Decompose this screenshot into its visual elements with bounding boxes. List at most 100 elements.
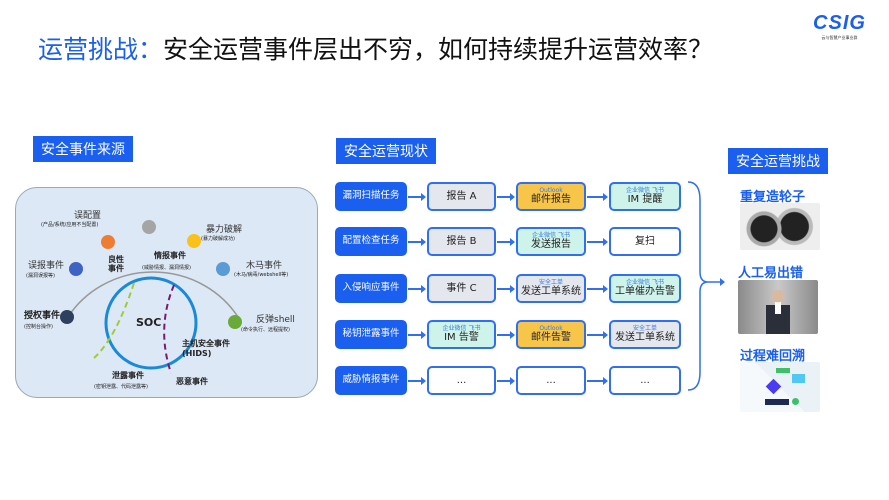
flow-arrow [587,238,608,246]
flow-arrow [408,193,426,201]
diamond-icon [765,378,782,395]
node-sub: (控制台操作) [24,324,53,330]
flow-arrow [408,331,426,339]
source-node [69,262,83,276]
flow-step-box: 报告 B [427,227,496,256]
flow-step-box: ... [609,366,681,395]
source-node-gray [142,220,156,234]
node-sub: (漏洞误报等) [26,273,55,279]
inner-label: 情报事件 [154,251,186,260]
step-text: 事件 C [446,283,477,294]
step-text: 发送工单系统 [521,286,581,298]
inner-label: 良性事件 [108,255,124,273]
flow-step-box: 安全工单发送工单系统 [516,274,586,303]
flow-arrow [587,193,608,201]
ticket-icon: 安全工单 [632,324,657,332]
source-node [216,262,230,276]
flow-step-box: 事件 C [427,274,496,303]
step-text: 报告 B [446,236,477,247]
node-label: 授权事件 [24,311,61,321]
wecom-feishu-icon: 企业微信 飞书 [626,278,664,286]
step-text: ... [640,375,650,386]
inner-sub: (威胁情报、漏洞情报) [142,265,191,271]
challenge-label: 过程难回溯 [740,349,806,364]
flow-source-box: 威胁情报事件 [335,366,407,395]
bracket-arrow [687,181,725,391]
node-sub: (暴力破解成功) [201,236,235,242]
node-label: 误报事件 [28,261,65,271]
step-text: 邮件报告 [531,194,571,206]
flow-step-box: ... [427,366,496,395]
step-text: 报告 A [446,191,477,202]
inner-sub: (密钥泄露、代码泄露等) [94,384,148,390]
node-label: 误配置 [74,211,102,221]
check-icon [792,398,799,405]
flow-source-box: 配置检查任务 [335,227,407,256]
source-node [228,315,242,329]
node-label: 反弹shell [256,315,295,325]
flow-arrow [587,331,608,339]
wecom-feishu-icon: 企业微信 飞书 [626,186,664,194]
flow-source-box: 漏洞扫描任务 [335,182,407,211]
challenge-label: 人工易出错 [738,266,804,281]
step-text: 发送报告 [531,239,571,251]
flow-step-box: ... [516,366,586,395]
step-text: IM 提醒 [627,194,663,206]
step-text: 工单催办告警 [615,286,675,298]
person-blamed-image [738,280,818,334]
section-sources-label: 安全事件来源 [33,136,133,162]
source-node [101,235,115,249]
node-sub: (命令执行、远程提权) [241,327,290,333]
flow-arrow [587,285,608,293]
event-sources-diagram: 误配置 (产品/系统/应用不当配置) 暴力破解 (暴力破解成功) 误报事件 (漏… [15,187,318,398]
benign-divider [93,282,135,359]
flow-step-box: 企业微信 飞书工单催办告警 [609,274,681,303]
flow-source-box: 秘钥泄露事件 [335,320,407,349]
step-text: ... [456,375,467,386]
outlook-icon: Outlook [539,186,563,194]
flow-step-box: 安全工单发送工单系统 [609,320,681,349]
inner-label: 主机安全事件 (HIDS) [182,339,230,358]
node-label: 木马事件 [246,261,283,271]
challenge-label: 重复造轮子 [740,190,806,205]
node-label: 暴力破解 [206,225,243,235]
step-text: 发送工单系统 [615,332,675,344]
ticket-icon: 安全工单 [538,278,563,286]
sources-svg [60,220,242,374]
step-text: 复扫 [635,236,655,247]
node-sub: (木马/病毒/webshell等) [234,272,289,278]
flow-step-box: 企业微信 飞书发送报告 [516,227,586,256]
step-text: 邮件告警 [531,332,571,344]
sources-arc [67,271,239,318]
soc-circle [104,276,198,370]
inner-label: 泄露事件 [112,371,144,380]
flow-arrow [408,377,426,385]
flow-source-box: 入侵响应事件 [335,274,407,303]
flow-arrow [587,377,608,385]
wheels-image [740,203,820,250]
flow-arrow [408,238,426,246]
flow-arrow [497,331,515,339]
malicious-divider [163,284,175,374]
flow-arrow [497,238,515,246]
wecom-feishu-icon: 企业微信 飞书 [532,231,570,239]
flow-arrow [497,193,515,201]
wecom-feishu-icon: 企业微信 飞书 [442,324,481,332]
node-sub: (产品/系统/应用不当配置) [41,222,99,228]
flow-step-box: 复扫 [609,227,681,256]
soc-label: SOC [136,316,162,329]
flow-arrow [408,285,426,293]
flow-arrow [497,377,515,385]
source-node [60,310,74,324]
flow-step-box: 报告 A [427,182,496,211]
section-status-label: 安全运营现状 [336,138,436,164]
flowchart-image [740,362,820,412]
page-title: 运营挑战：安全运营事件层出不穷，如何持续提升运营效率？ [38,35,714,64]
step-text: ... [546,375,556,386]
step-text: IM 告警 [444,332,479,344]
outlook-icon: Outlook [539,324,563,332]
